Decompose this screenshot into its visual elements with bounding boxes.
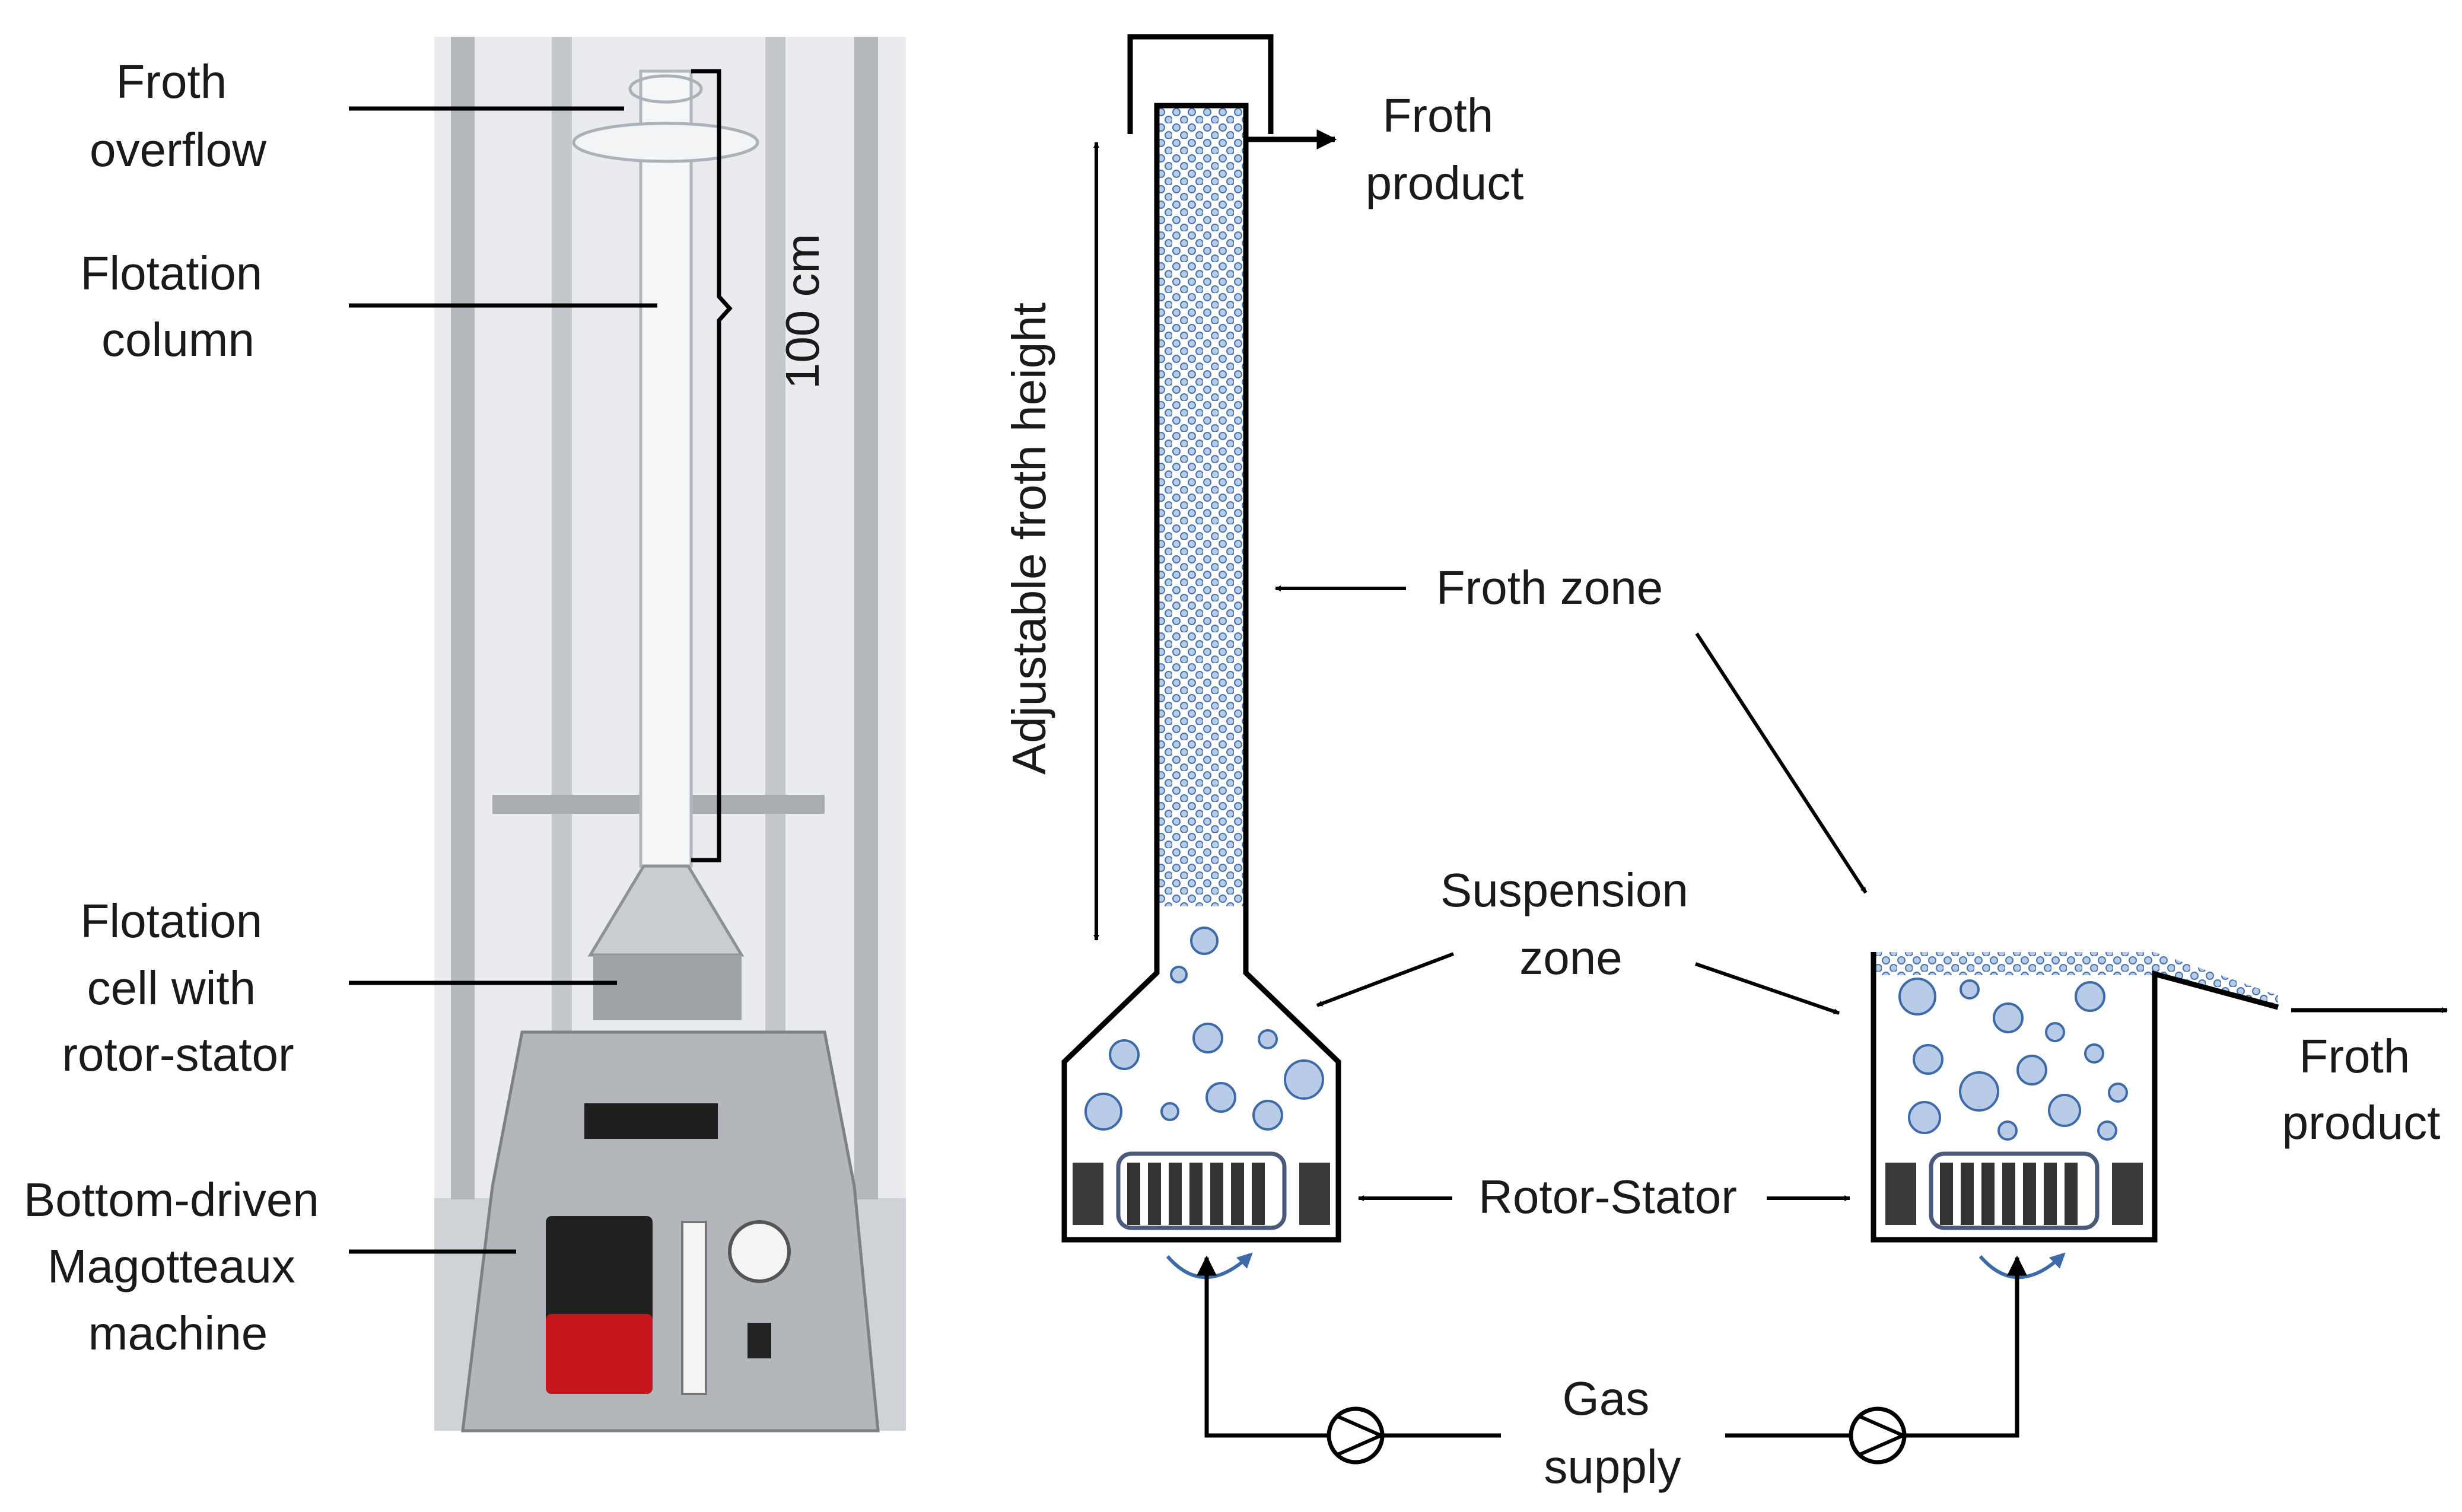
column-body-outline <box>1061 103 1341 1243</box>
froth-zone-arrow-cell <box>1695 632 1868 894</box>
stator-block-right <box>2112 1163 2143 1225</box>
rotor-vane <box>2002 1163 2015 1225</box>
froth-overflow-top <box>628 74 703 104</box>
bubble <box>1908 1101 1941 1134</box>
bubble <box>1997 1121 2018 1141</box>
gas-supply-lines <box>1197 1255 2027 1465</box>
rotor-vane <box>2065 1163 2078 1225</box>
machine-housing <box>461 1030 880 1433</box>
pressure-gauge <box>728 1220 791 1283</box>
bubble <box>2045 1022 2065 1042</box>
label-flotation-column: Flotation column <box>80 247 275 366</box>
column-bubbles <box>1084 927 1324 1131</box>
bubble <box>2075 981 2105 1012</box>
cell-bubbles <box>1898 978 2128 1141</box>
bubble <box>1258 1029 1278 1049</box>
cell-rotor-stator <box>1885 1151 2143 1279</box>
bubble <box>2084 1043 2104 1064</box>
label-machine: Bottom-driven Magotteaux machine <box>24 1173 332 1360</box>
cell-apparatus <box>1871 952 2448 1243</box>
bubble <box>1190 927 1219 955</box>
stator-block-right <box>1299 1163 1330 1225</box>
suspension-arrow-column <box>1316 952 1455 1007</box>
cell-body <box>593 955 742 1020</box>
rotor-vane <box>1189 1163 1203 1225</box>
bubble <box>1160 1102 1179 1121</box>
rotor-vane <box>2023 1163 2036 1225</box>
rotor-vane <box>1127 1163 1140 1225</box>
motor-drive-panel <box>546 1314 653 1394</box>
height-bracket <box>691 69 733 862</box>
pump-icon <box>1859 1415 1908 1456</box>
suspension-arrow-cell <box>1695 962 1840 1015</box>
bubble <box>1170 966 1188 983</box>
label-rotor-stator: Rotor-Stator <box>1478 1170 1737 1223</box>
label-froth-overflow: Froth overflow <box>90 55 266 176</box>
stator-block-left <box>1073 1163 1103 1225</box>
rotor-vane <box>1252 1163 1265 1225</box>
rotor-vane <box>2044 1163 2057 1225</box>
label-suspension-zone: Suspension zone <box>1440 864 1701 984</box>
bubble <box>1960 979 1980 999</box>
glass-column <box>639 69 693 868</box>
bubble <box>2108 1083 2128 1103</box>
overflow-launder <box>1127 34 1274 134</box>
frame-rail-right-inner <box>765 37 785 1199</box>
rotor-vane <box>1231 1163 1244 1225</box>
pump-icon <box>1849 1406 1907 1465</box>
rotor-vane <box>1940 1163 1953 1225</box>
machine-label-plate <box>584 1103 718 1139</box>
label-flotation-cell: Flotation cell with rotor-stator <box>62 895 294 1081</box>
bubble <box>1084 1093 1122 1131</box>
pump-icon <box>1327 1406 1385 1465</box>
cell-froth-fill <box>1873 952 2278 1005</box>
bubble <box>2016 1055 2047 1086</box>
bubble <box>1284 1059 1324 1100</box>
bubble <box>1913 1044 1943 1075</box>
rotor-vane <box>1961 1163 1974 1225</box>
frame-rail-right <box>854 37 878 1199</box>
bubble <box>1898 978 1936 1016</box>
pump-icon <box>1337 1415 1386 1456</box>
flowmeter <box>681 1221 707 1395</box>
frame-rail-left-inner <box>552 37 572 1199</box>
cell-outline <box>1871 952 2279 1243</box>
bubble <box>1109 1039 1140 1070</box>
bubble <box>1993 1002 2024 1033</box>
froth-overflow-lip <box>572 122 759 163</box>
rotor-vane <box>1169 1163 1182 1225</box>
gas-line-cell-riser <box>1904 1255 2027 1438</box>
rotation-arrow-icon <box>1978 1252 2066 1279</box>
bubble <box>2048 1094 2081 1127</box>
label-adjustable-froth-height: Adjustable froth height <box>1003 303 1055 775</box>
rotation-arrow-icon <box>1166 1252 1253 1279</box>
bubble <box>1959 1071 1999 1112</box>
column-rotor-stator <box>1073 1151 1330 1279</box>
gauge-knob <box>747 1323 771 1358</box>
label-froth-zone: Froth zone <box>1436 561 1663 614</box>
stator-block-left <box>1885 1163 1916 1225</box>
column-froth-fill <box>1157 106 1246 906</box>
label-gas-supply: Gas supply <box>1544 1372 1681 1493</box>
column-apparatus <box>1061 34 1341 1243</box>
photo-callouts: Froth overflow Flotation column Flotatio… <box>24 55 829 1360</box>
label-froth-product-right: Froth product <box>2282 1030 2441 1149</box>
label-100-cm: 100 cm <box>776 234 829 389</box>
gas-line-column-riser <box>1197 1255 1329 1438</box>
bubble <box>1205 1082 1236 1113</box>
rotor-vane <box>1210 1163 1223 1225</box>
apparatus-photo <box>434 37 906 1433</box>
frame-rail-left <box>451 37 475 1199</box>
label-froth-product-top: Froth product <box>1366 89 1524 209</box>
bubble <box>1252 1100 1283 1131</box>
bubble <box>1192 1023 1223 1053</box>
schematic-labels: Froth product Adjustable froth height Fr… <box>1003 89 2440 1493</box>
bubble <box>2097 1121 2117 1141</box>
rotor-vane <box>1981 1163 1995 1225</box>
rotor-vane <box>1148 1163 1161 1225</box>
schematic-arrows <box>1093 142 1868 1201</box>
